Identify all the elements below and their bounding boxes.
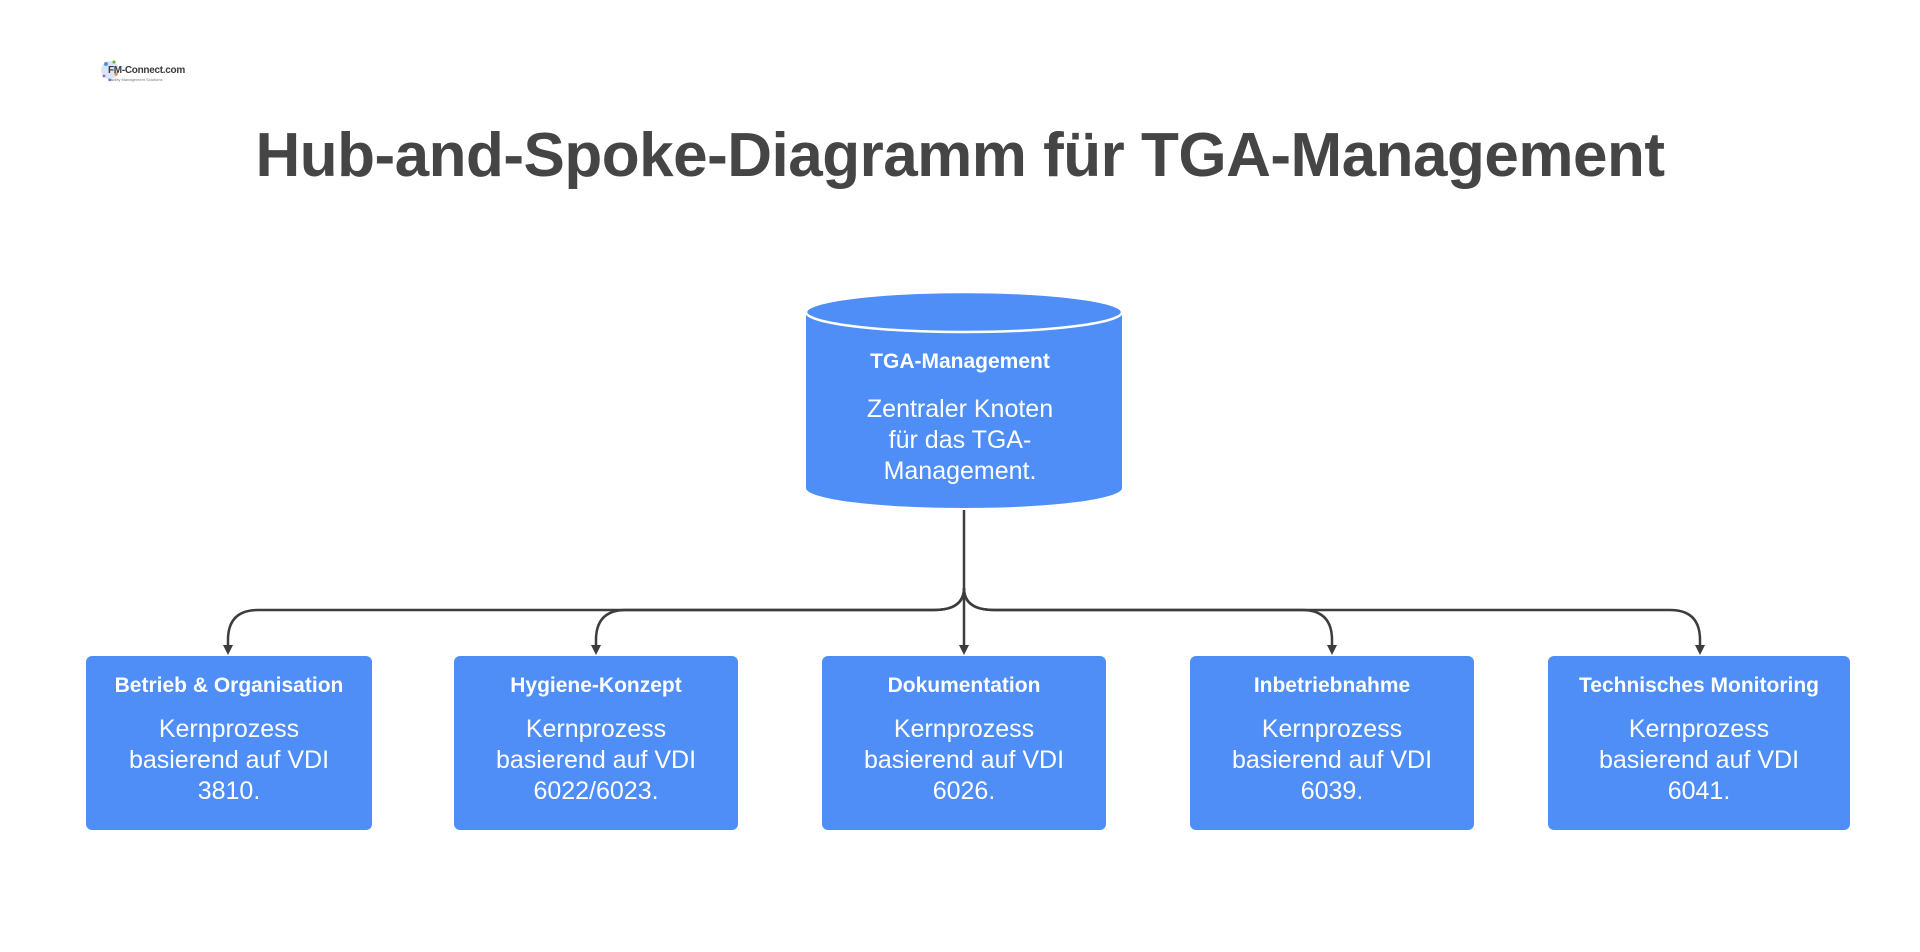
hub-node bbox=[804, 290, 1124, 508]
connector-to-monitoring bbox=[962, 587, 1705, 655]
page-title: Hub-and-Spoke-Diagramm für TGA-Managemen… bbox=[255, 121, 1665, 190]
connector-to-hygiene bbox=[591, 587, 966, 655]
hub-title: TGA-Management bbox=[870, 350, 1050, 373]
spoke-title: Inbetriebnahme bbox=[1253, 674, 1411, 697]
hub-label: TGA-Management Zentraler Knoten für das … bbox=[808, 350, 1112, 487]
fm-connect-logo bbox=[101, 60, 119, 82]
spoke-description: Kernprozess basierend auf VDI 6022/6023. bbox=[495, 715, 697, 805]
hub-description: Zentraler Knoten für das TGA-Management. bbox=[866, 395, 1054, 485]
spoke-title: Technisches Monitoring bbox=[1579, 674, 1819, 697]
logo-text: FM-Connect.com bbox=[108, 65, 185, 76]
spoke-dokumentation: Dokumentation Kernprozess basierend auf … bbox=[822, 656, 1106, 830]
spoke-title: Dokumentation bbox=[887, 674, 1041, 697]
spoke-description: Kernprozess basierend auf VDI 6026. bbox=[863, 715, 1065, 805]
spoke-title: Hygiene-Konzept bbox=[510, 674, 682, 697]
spoke-technisches-monitoring: Technisches Monitoring Kernprozess basie… bbox=[1548, 656, 1850, 830]
spoke-hygiene-konzept: Hygiene-Konzept Kernprozess basierend au… bbox=[454, 656, 738, 830]
spoke-betrieb-organisation: Betrieb & Organisation Kernprozess basie… bbox=[86, 656, 372, 830]
spoke-description: Kernprozess basierend auf VDI 6039. bbox=[1231, 715, 1433, 805]
spoke-title: Betrieb & Organisation bbox=[114, 674, 344, 697]
spoke-description: Kernprozess basierend auf VDI 6041. bbox=[1598, 715, 1800, 805]
connector-to-inbetriebnahme bbox=[962, 587, 1337, 655]
spoke-inbetriebnahme: Inbetriebnahme Kernprozess basierend auf… bbox=[1190, 656, 1474, 830]
logo-tagline: Facility Management Solutions bbox=[108, 77, 163, 82]
connector-lines bbox=[223, 510, 1705, 655]
spoke-description: Kernprozess basierend auf VDI 3810. bbox=[128, 715, 330, 805]
